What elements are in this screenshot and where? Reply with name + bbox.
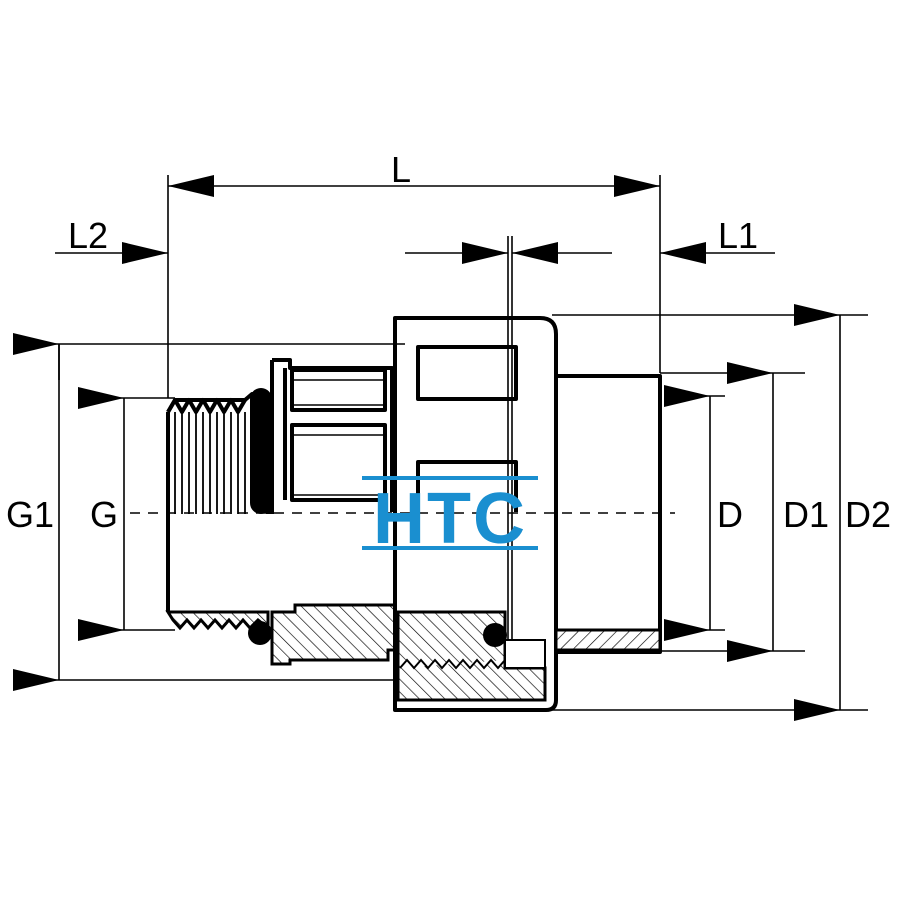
dimension-lines: [13, 175, 841, 721]
union-body: [270, 358, 397, 666]
union-nut: [393, 316, 558, 712]
o-ring-upper: [250, 388, 272, 514]
label-L: L: [391, 149, 411, 190]
label-D2: D2: [845, 494, 891, 535]
label-G1: G1: [6, 494, 54, 535]
label-D1: D1: [783, 494, 829, 535]
label-G: G: [90, 494, 118, 535]
socket-end: [554, 374, 662, 654]
male-thread-end: [165, 388, 272, 645]
label-L1: L1: [718, 215, 758, 256]
label-L2: L2: [68, 215, 108, 256]
o-ring-lower: [248, 621, 272, 645]
o-ring-nut: [483, 623, 507, 647]
label-D: D: [717, 494, 743, 535]
htc-watermark: HTC: [362, 476, 538, 559]
watermark-text: HTC: [373, 479, 527, 559]
